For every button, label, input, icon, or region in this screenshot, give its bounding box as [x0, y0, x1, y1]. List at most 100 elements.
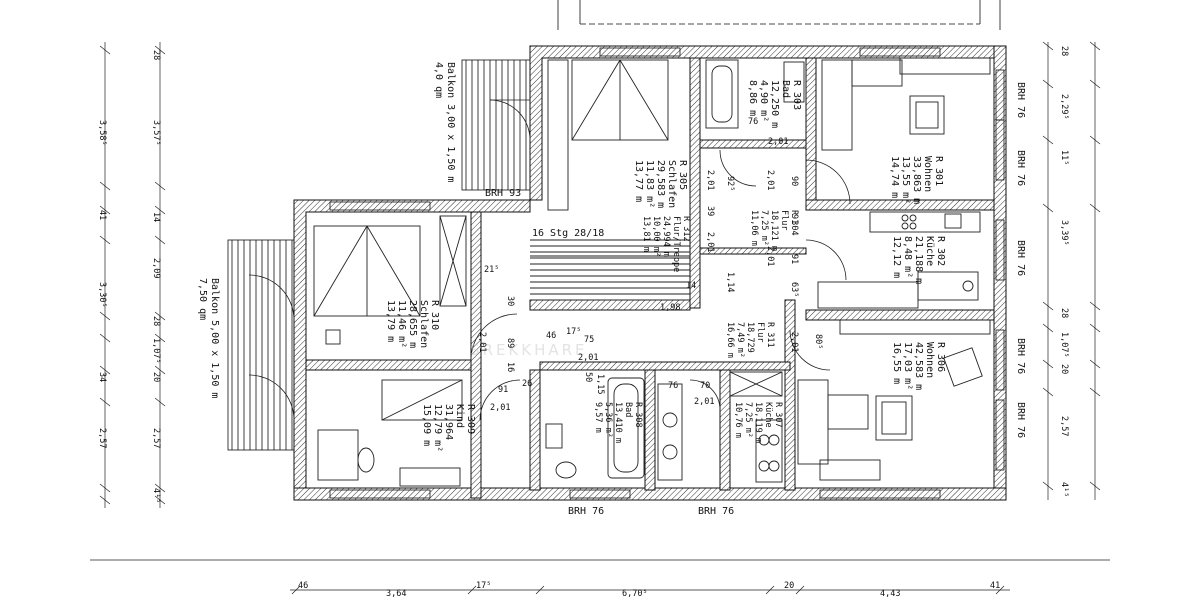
- dim-label: 20: [784, 581, 794, 591]
- balcony-label: Balkon 3,00 x 1,50 m: [445, 62, 456, 182]
- dim-label: 4,43: [880, 589, 900, 599]
- room-perimeter: 31,964: [443, 404, 454, 440]
- room-area: 7,49 m²: [735, 322, 745, 358]
- exterior-walls: [293, 45, 1007, 501]
- top-outline: [557, 0, 1001, 30]
- dim-label: 14: [151, 212, 161, 222]
- brh-label: BRH 76: [568, 506, 604, 517]
- dim-label: 91: [498, 385, 508, 395]
- dim-label: 75: [584, 335, 594, 345]
- doors: [470, 149, 851, 421]
- brh-label: BRH 76: [1015, 240, 1026, 276]
- dim-label: 2,01: [789, 332, 799, 352]
- room-area: 5,36 m²: [603, 402, 613, 438]
- room-id: R 305: [677, 160, 688, 190]
- room-area: 10,00 m²: [651, 216, 661, 257]
- furniture: [313, 57, 991, 487]
- dim-label: 90: [789, 176, 799, 186]
- room-perimeter: 18,119 m: [753, 402, 763, 443]
- inner-dimensions: 2,01 76 2,01 2,01 90 92⁵ 39 91 91 2,01 2…: [477, 117, 823, 413]
- dim-label: 14: [686, 281, 696, 291]
- room-area: 11,83 m²: [644, 160, 655, 208]
- room-id: R 309: [465, 404, 476, 434]
- dim-label: 28: [151, 316, 161, 326]
- dim-label: 2,01: [490, 403, 510, 413]
- room-305: R 305 Schlafen 29,583 m 11,83 m² 13,77 m: [633, 160, 688, 208]
- dim-label: 11⁵: [1059, 150, 1069, 165]
- dim-label: 4¹⁵: [1059, 482, 1069, 497]
- room-height: 13,79 m: [385, 300, 396, 342]
- dim-label: 63⁵: [789, 282, 799, 297]
- room-308: R 308 Bad 13,410 m 5,36 m² 9,57 m: [593, 402, 643, 443]
- room-perimeter: 33,863 m: [911, 156, 922, 204]
- room-name: Wohnen: [924, 342, 935, 378]
- room-area: 8,48 m²: [902, 236, 913, 278]
- dim-label: 76: [748, 117, 758, 127]
- room-perimeter: 21,188 m: [913, 236, 924, 284]
- balcony-label: Balkon 5,00 x 1,50 m: [209, 278, 220, 398]
- room-id: R 311: [765, 322, 775, 348]
- dim-label: 39: [705, 206, 715, 216]
- room-area: 4,90 m²: [758, 80, 769, 122]
- dim-label: 46: [298, 581, 308, 591]
- dim-label: 1,14: [725, 272, 735, 292]
- room-perimeter: 28,655 m: [407, 300, 418, 348]
- room-height: 11,06 m: [749, 210, 759, 246]
- room-name: Schlafen: [418, 300, 429, 348]
- room-name: Flur: [755, 322, 765, 342]
- windows: [329, 47, 1005, 499]
- dim-label: 92⁵: [725, 176, 735, 191]
- dim-label: 34: [97, 372, 107, 382]
- balcony-left: [227, 239, 295, 451]
- brh-label: BRH 93: [485, 188, 521, 199]
- dim-label: 2,57: [151, 428, 161, 448]
- dim-label: 28: [1059, 308, 1069, 318]
- right-dimensions: 28 2,29⁵ 11⁵ 3,39⁵ 28 1,07⁵ 20 2,57 4¹⁵: [1059, 46, 1069, 497]
- dim-label: 2,09: [151, 258, 161, 278]
- room-name: Bad: [623, 402, 633, 417]
- dim-label: 6,70⁵: [622, 589, 648, 599]
- dim-label: 2,01: [765, 246, 775, 266]
- room-height: 12,12 m: [891, 236, 902, 278]
- room-perimeter: 18,121 m: [769, 210, 779, 251]
- bottom-dimensions: 46 3,64 17⁵ 6,70⁵ 20 4,43 41: [298, 581, 1000, 599]
- room-perimeter: 29,583 m: [655, 160, 666, 208]
- dim-label: 91: [789, 254, 799, 264]
- room-area: 7,25 m²: [743, 402, 753, 438]
- dim-label: 17⁵: [566, 327, 581, 337]
- room-height: 13,81 m: [641, 216, 651, 252]
- room-name: Flur/Treppe: [671, 216, 681, 272]
- dim-label: 2,57: [1059, 416, 1069, 436]
- brh-label: BRH 76: [1015, 82, 1026, 118]
- room-id: R 303: [791, 80, 802, 110]
- room-area: 17,03 m²: [902, 342, 913, 390]
- room-311: R 311 Flur 18,729 7,49 m² 16,66 m: [725, 322, 775, 358]
- room-name: Schlafen: [666, 160, 677, 208]
- room-name: Bad: [780, 80, 791, 98]
- dim-label: 28: [151, 50, 161, 60]
- room-name: Kind: [454, 404, 465, 428]
- dim-label: 17⁵: [476, 581, 491, 591]
- room-height: 10,76 m: [733, 402, 743, 438]
- brh-label: BRH 76: [1015, 402, 1026, 438]
- room-301: R 301 Wohnen 33,863 m 13,55 m² 14,74 m: [889, 156, 944, 204]
- stair-label: 16 Stg 28/18: [532, 228, 604, 239]
- dim-label: 20: [1059, 364, 1069, 374]
- room-perimeter: 13,410 m: [613, 402, 623, 443]
- room-303: R 303 Bad 12,250 m 4,90 m² 8,86 m: [747, 80, 802, 128]
- dim-label: 2,57: [97, 428, 107, 448]
- room-perimeter: 18,729: [745, 322, 755, 353]
- room-304: R 304 Flur 18,121 m 7,25 m² 11,06 m: [749, 210, 799, 251]
- dim-label: 3,30⁵: [97, 282, 107, 308]
- left-dimensions: 3,58⁵ 3,30⁵ 2,57 41 34 28 3,57⁵ 14 2,09 …: [97, 50, 161, 503]
- dim-label: 91: [789, 214, 799, 224]
- room-name: Küche: [924, 236, 935, 266]
- dim-label: 2,01: [768, 137, 788, 147]
- dim-label: 2,01: [705, 170, 715, 190]
- room-312: R 312 Flur/Treppe 24,994 m 10,00 m² 13,8…: [641, 216, 691, 272]
- room-perimeter: 42,583 m: [913, 342, 924, 390]
- dim-label: 4¹⁵: [151, 488, 161, 503]
- dimension-lines: [90, 41, 1110, 595]
- balcony-labels: Balkon 3,00 x 1,50 m 4,0 qm Balkon 5,00 …: [197, 62, 456, 398]
